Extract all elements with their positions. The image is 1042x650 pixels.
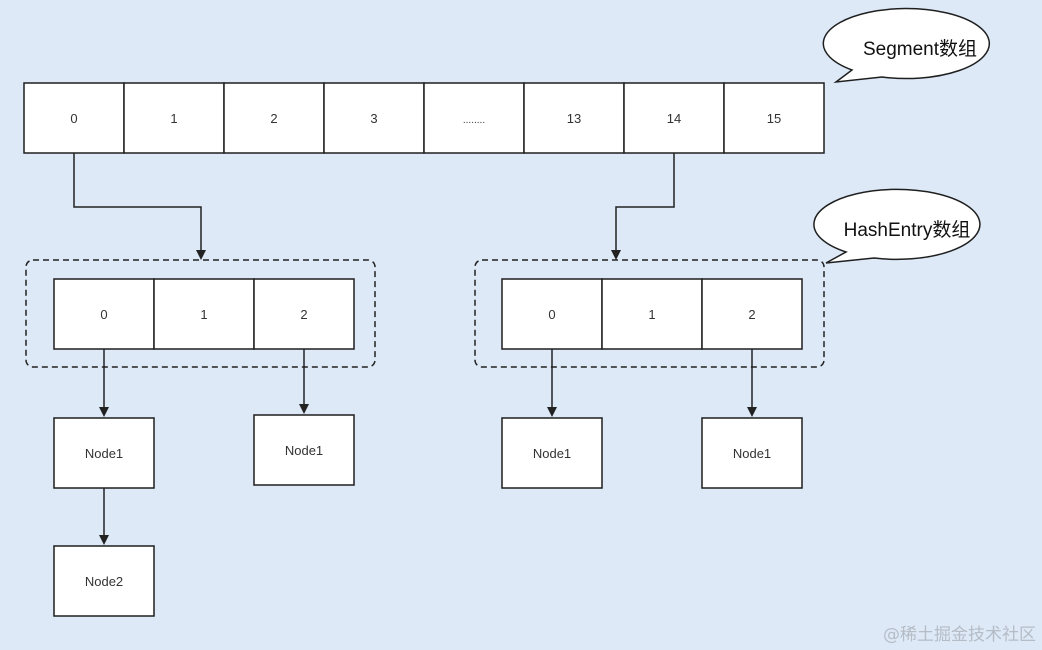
node-left-0-second: Node2 xyxy=(53,545,155,617)
segment-callout: Segment数组 xyxy=(822,7,991,84)
hashentry-cell-label: 0 xyxy=(100,307,107,322)
hashentry-cell-0: 0 xyxy=(53,278,155,350)
node-label: Node1 xyxy=(285,443,323,458)
hashentry-group-left: 0 1 2 xyxy=(25,259,376,368)
hashentry-group-border xyxy=(25,259,376,368)
segment-cell-1: 1 xyxy=(123,82,225,154)
segment-array: 0 1 2 3 ........ 13 14 15 xyxy=(23,82,825,154)
hashentry-cell-label: 0 xyxy=(548,307,555,322)
hashentry-cell-2: 2 xyxy=(701,278,803,350)
hashentry-cell-1: 1 xyxy=(153,278,255,350)
hashentry-array-label: HashEntry数组 xyxy=(844,219,971,241)
node-label: Node1 xyxy=(85,446,123,461)
node-label: Node2 xyxy=(85,574,123,589)
hashentry-group-right: 0 1 2 xyxy=(474,259,825,368)
node-right-2: Node1 xyxy=(701,417,803,489)
node-label: Node1 xyxy=(733,446,771,461)
segment-cell-2: 2 xyxy=(223,82,325,154)
hashentry-cell-label: 1 xyxy=(200,307,207,322)
callout-bubble xyxy=(813,188,981,264)
segment-cell-label: 13 xyxy=(567,111,581,126)
segment-cell-label: 2 xyxy=(270,111,277,126)
segment-cell-label: 15 xyxy=(767,111,781,126)
segment-cell-label: 0 xyxy=(70,111,77,126)
segment-cell-14: 14 xyxy=(623,82,725,154)
node-left-0-first: Node1 xyxy=(53,417,155,489)
hashentry-cell-1: 1 xyxy=(601,278,703,350)
callout-bubble xyxy=(822,7,991,84)
segment-cell-label: 1 xyxy=(170,111,177,126)
hashentry-cell-label: 2 xyxy=(300,307,307,322)
hashentry-group-border xyxy=(474,259,825,368)
segment-cell-label: 3 xyxy=(370,111,377,126)
hashentry-cell-label: 1 xyxy=(648,307,655,322)
connector-segment-14 xyxy=(611,153,675,260)
node-label: Node1 xyxy=(533,446,571,461)
node-left-2: Node1 xyxy=(253,414,355,486)
hashentry-callout: HashEntry数组 xyxy=(813,188,981,264)
hashentry-cell-2: 2 xyxy=(253,278,355,350)
hashentry-cell-label: 2 xyxy=(748,307,755,322)
segment-cell-13: 13 xyxy=(523,82,625,154)
segment-array-label: Segment数组 xyxy=(863,38,977,60)
segment-cell-15: 15 xyxy=(723,82,825,154)
hashentry-cell-0: 0 xyxy=(501,278,603,350)
segment-cell-0: 0 xyxy=(23,82,125,154)
segment-cell-3: 3 xyxy=(323,82,425,154)
segment-cell-label: 14 xyxy=(667,111,681,126)
node-right-0: Node1 xyxy=(501,417,603,489)
watermark-text: @稀土掘金技术社区 xyxy=(883,625,1036,645)
connector-segment-0 xyxy=(73,153,206,260)
segment-cell-ellipsis: ........ xyxy=(423,82,525,154)
segment-cell-label: ........ xyxy=(463,115,485,126)
